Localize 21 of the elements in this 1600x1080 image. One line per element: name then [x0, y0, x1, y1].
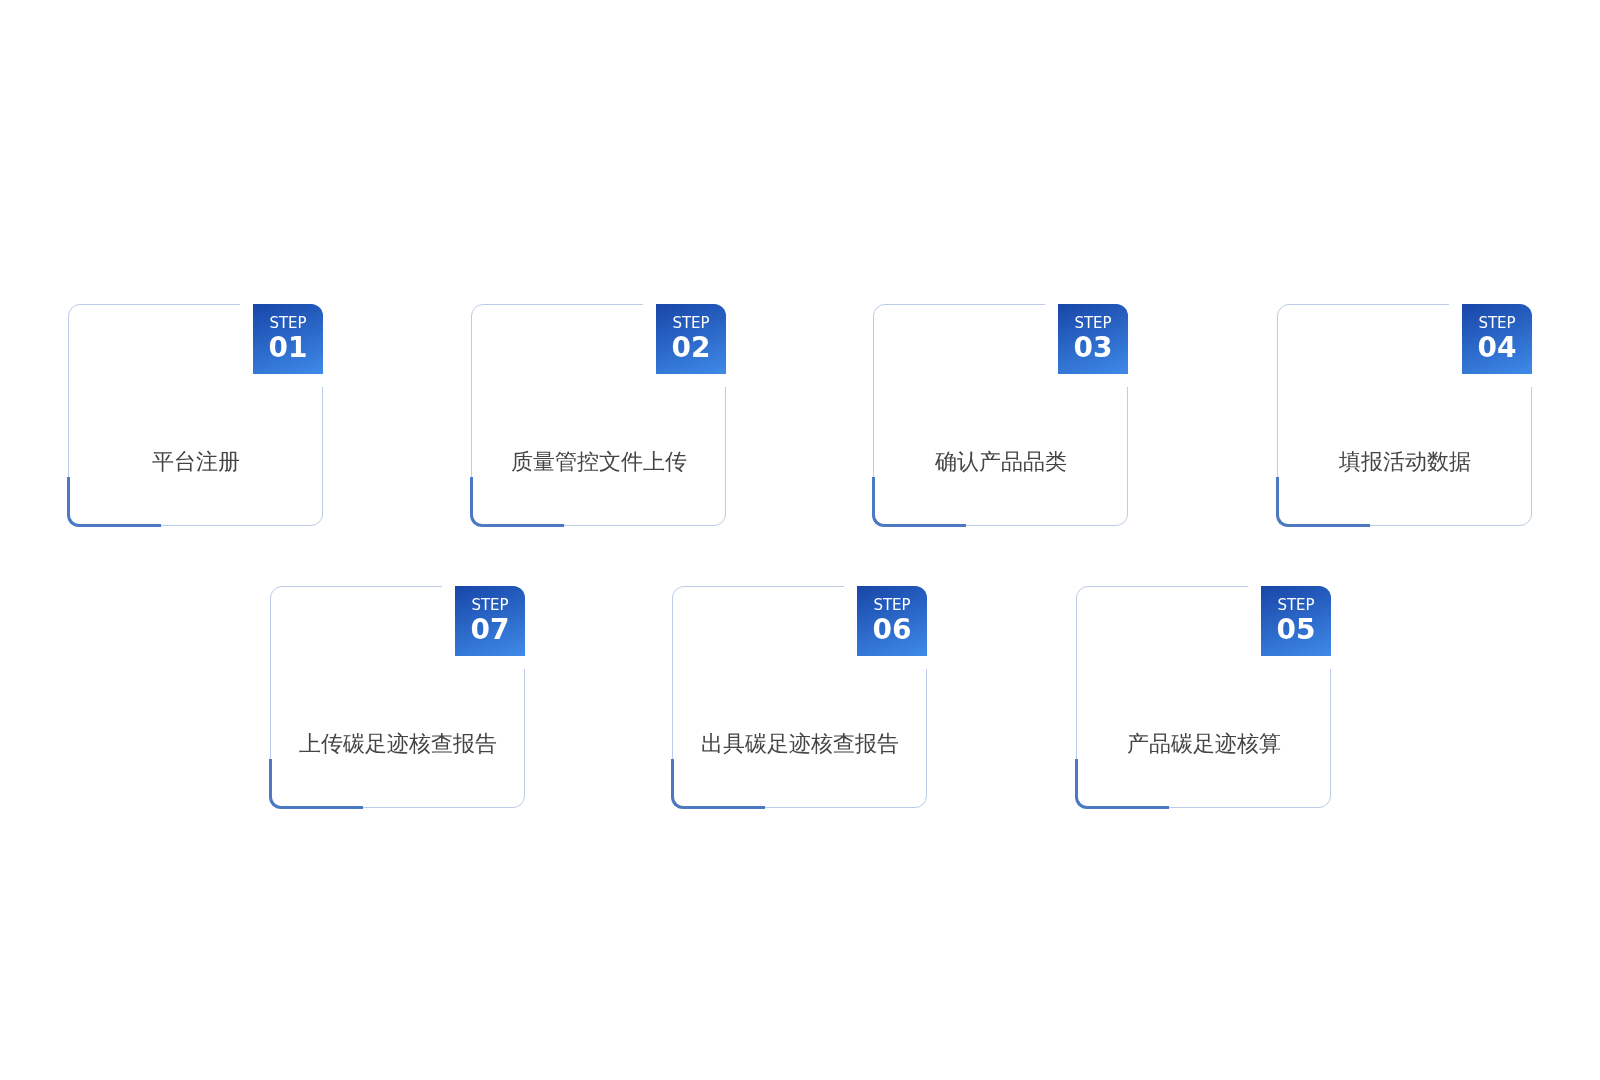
step-number: 01	[268, 332, 308, 364]
step-word: STEP	[672, 314, 710, 332]
step-label: 上传碳足迹核查报告	[298, 730, 497, 758]
step-label: 产品碳足迹核算	[1126, 730, 1281, 758]
step-label: 平台注册	[151, 448, 240, 476]
step-number: 05	[1276, 614, 1316, 646]
step-word: STEP	[1074, 314, 1112, 332]
step-label: 质量管控文件上传	[510, 448, 687, 476]
step-number: 06	[872, 614, 912, 646]
step-label: 确认产品品类	[934, 448, 1067, 476]
step-number: 02	[671, 332, 711, 364]
step-word: STEP	[269, 314, 307, 332]
step-label: 出具碳足迹核查报告	[700, 730, 899, 758]
step-word: STEP	[471, 596, 509, 614]
step-number: 07	[470, 614, 510, 646]
step-label: 填报活动数据	[1338, 448, 1471, 476]
step-number: 04	[1477, 332, 1517, 364]
step-number: 03	[1073, 332, 1113, 364]
step-word: STEP	[873, 596, 911, 614]
step-word: STEP	[1478, 314, 1516, 332]
step-word: STEP	[1277, 596, 1315, 614]
